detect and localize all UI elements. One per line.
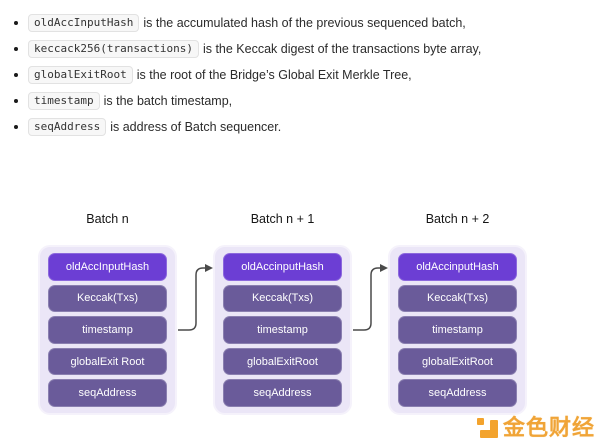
list-item: oldAccInputHash is the accumulated hash …	[14, 13, 592, 32]
term-description: is the Keccak digest of the transactions…	[202, 41, 482, 56]
watermark-brand-text: 金色财经	[502, 415, 595, 440]
batch-n2-card: oldAccinputHash Keccak(Txs) timestamp gl…	[388, 245, 527, 415]
field-keccak-txs: Keccak(Txs)	[48, 284, 167, 313]
bullet-icon	[14, 72, 18, 77]
field-seq-address: seqAddress	[398, 379, 517, 407]
bullet-icon	[14, 124, 18, 129]
term-description: is the root of the Bridge’s Global Exit …	[136, 67, 412, 82]
field-seq-address: seqAddress	[48, 379, 167, 407]
batch-n2-title: Batch n + 2	[425, 212, 490, 226]
jinse-watermark: 金色财经	[476, 415, 595, 440]
field-old-acc-input-hash: oldAccinputHash	[223, 253, 342, 281]
field-old-acc-input-hash: oldAccInputHash	[48, 253, 167, 281]
field-global-exit-root: globalExit Root	[48, 347, 167, 376]
list-item: globalExitRoot is the root of the Bridge…	[14, 65, 592, 84]
code-term: oldAccInputHash	[28, 13, 140, 32]
field-global-exit-root: globalExitRoot	[223, 347, 342, 376]
bullet-icon	[14, 46, 18, 51]
batch-n-card: oldAccInputHash Keccak(Txs) timestamp gl…	[38, 245, 177, 415]
code-term: seqAddress	[28, 117, 107, 136]
field-global-exit-root: globalExitRoot	[398, 347, 517, 376]
list-item: keccack256(transactions) is the Keccak d…	[14, 39, 592, 58]
field-old-acc-input-hash: oldAccinputHash	[398, 253, 517, 281]
bullet-icon	[14, 98, 18, 103]
bullet-icon	[14, 20, 18, 25]
term-description: is the batch timestamp,	[103, 93, 233, 108]
batch-n1-card: oldAccinputHash Keccak(Txs) timestamp gl…	[213, 245, 352, 415]
field-seq-address: seqAddress	[223, 379, 342, 407]
arrow-batch-n1-to-n2	[353, 267, 381, 331]
list-item: timestamp is the batch timestamp,	[14, 91, 592, 110]
field-keccak-txs: Keccak(Txs)	[223, 284, 342, 313]
jinse-logo-icon	[476, 417, 499, 439]
code-term: globalExitRoot	[28, 65, 133, 84]
code-term: keccack256(transactions)	[28, 39, 199, 58]
arrowhead-icon	[380, 264, 388, 272]
arrowhead-icon	[205, 264, 213, 272]
field-timestamp: timestamp	[398, 316, 517, 344]
arrow-batch-n-to-n1	[178, 267, 206, 331]
batch-n-title: Batch n	[86, 212, 129, 226]
term-description: is the accumulated hash of the previous …	[143, 15, 466, 30]
list-item: seqAddress is address of Batch sequencer…	[14, 117, 592, 136]
code-term: timestamp	[28, 91, 100, 110]
field-keccak-txs: Keccak(Txs)	[398, 284, 517, 313]
definitions-list: oldAccInputHash is the accumulated hash …	[14, 13, 592, 144]
field-timestamp: timestamp	[48, 316, 167, 344]
batch-n1-title: Batch n + 1	[250, 212, 315, 226]
field-timestamp: timestamp	[223, 316, 342, 344]
term-description: is address of Batch sequencer.	[110, 119, 282, 134]
